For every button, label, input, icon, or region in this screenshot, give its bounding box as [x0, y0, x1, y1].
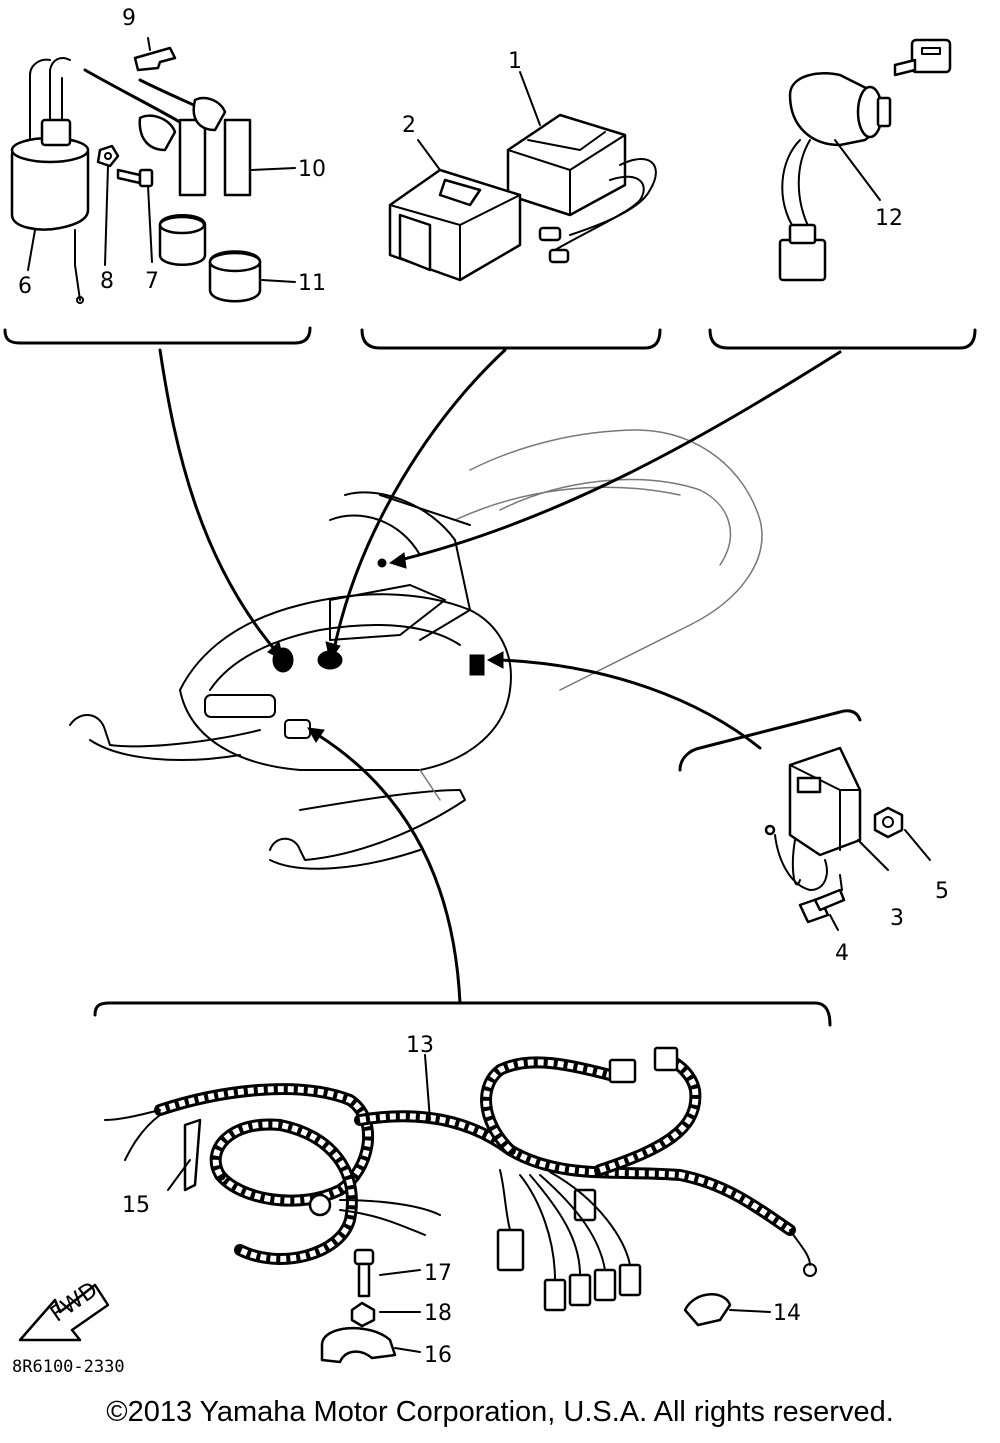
callout-15: 15	[122, 1193, 150, 1218]
bracket-bottom	[93, 1001, 832, 1027]
fwd-arrow-icon: FWD	[18, 1277, 110, 1342]
callout-labels: 1 2 3 4 5 6 7 8 9 10 11 12 13 14 15 16 1…	[18, 6, 949, 1368]
snowmobile-illustration	[69, 429, 763, 870]
key-icon	[893, 38, 952, 77]
bracket-top-right	[708, 328, 977, 350]
callout-6: 6	[18, 274, 32, 299]
parts-diagram: FWD 1 2 3 4 5 6 7 8 9 10 11 12 13 14 15 …	[3, 6, 977, 1377]
callout-10: 10	[298, 157, 326, 182]
callout-1: 1	[508, 49, 522, 74]
callout-9: 9	[122, 6, 136, 31]
bracket-top-left	[3, 326, 312, 345]
drawing-code: 8R6100-2330	[12, 1357, 125, 1377]
regulator-group	[764, 746, 931, 931]
ignition-coil-group	[10, 37, 296, 304]
leader-arrows	[158, 348, 842, 1005]
callout-17: 17	[424, 1261, 452, 1286]
cdi-group	[388, 71, 657, 282]
main-switch-group	[778, 38, 952, 282]
callout-11: 11	[298, 271, 326, 296]
callout-5: 5	[935, 879, 949, 904]
callout-4: 4	[835, 941, 849, 966]
callout-18: 18	[424, 1301, 452, 1326]
bracket-top-middle	[360, 328, 662, 350]
callout-13: 13	[406, 1033, 434, 1058]
callout-3: 3	[890, 906, 904, 931]
callout-7: 7	[145, 269, 159, 294]
callout-8: 8	[100, 269, 114, 294]
wire-harness-group	[104, 1046, 817, 1364]
bracket-right	[678, 709, 862, 772]
callout-12: 12	[875, 206, 903, 231]
copyright-notice: ©2013 Yamaha Motor Corporation, U.S.A. A…	[106, 1396, 894, 1428]
callout-14: 14	[773, 1301, 801, 1326]
callout-2: 2	[402, 113, 416, 138]
callout-16: 16	[424, 1343, 452, 1368]
